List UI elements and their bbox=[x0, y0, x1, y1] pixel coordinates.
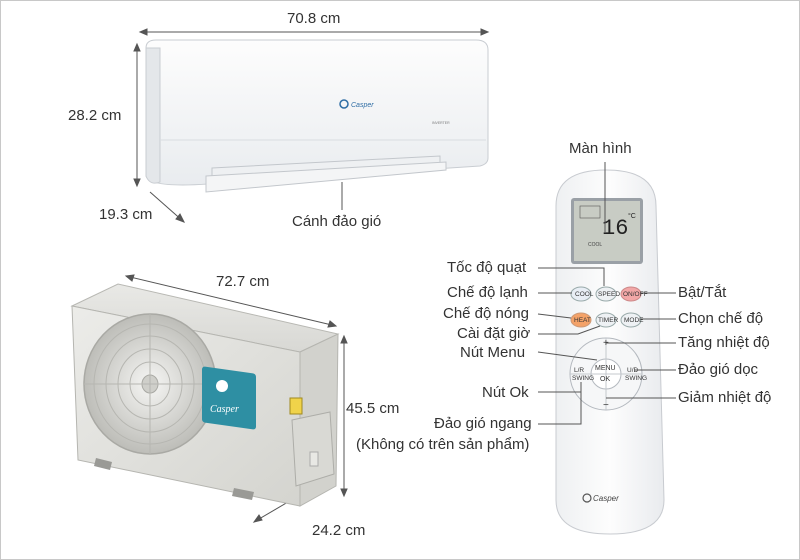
svg-text:−: − bbox=[603, 400, 609, 411]
callout-ok: Nút Ok bbox=[482, 384, 529, 401]
callout-timer: Cài đặt giờ bbox=[457, 325, 531, 342]
callout-heat-mode: Chế độ nóng bbox=[443, 305, 529, 322]
callout-screen: Màn hình bbox=[569, 140, 632, 157]
indoor-inverter-badge: INVERTER bbox=[432, 121, 450, 125]
remote-body: 16 °C COOL COOL SPEED ON/OFF HEAT TIMER … bbox=[555, 169, 665, 535]
svg-text:TIMER: TIMER bbox=[598, 317, 619, 324]
onoff-button bbox=[620, 286, 642, 302]
callout-power: Bật/Tắt bbox=[678, 284, 727, 301]
callout-fan-speed: Tốc độ quạt bbox=[447, 259, 527, 276]
svg-text:MENU: MENU bbox=[595, 365, 616, 372]
lcd-unit: °C bbox=[628, 212, 636, 220]
svg-text:SWING: SWING bbox=[572, 375, 594, 382]
callout-temp-up: Tăng nhiệt độ bbox=[678, 334, 770, 351]
cool-button bbox=[570, 286, 592, 302]
callout-mode-select: Chọn chế độ bbox=[678, 310, 764, 327]
svg-text:COOL: COOL bbox=[575, 291, 594, 298]
outdoor-brand-logo: Casper bbox=[210, 404, 239, 415]
indoor-depth-label: 19.3 cm bbox=[99, 206, 153, 223]
timer-button bbox=[595, 312, 617, 328]
speed-button bbox=[595, 286, 617, 302]
remote-callout-lines bbox=[537, 162, 676, 425]
indoor-unit-body: Casper INVERTER bbox=[145, 39, 489, 193]
mode-button bbox=[620, 312, 642, 328]
svg-text:SWING: SWING bbox=[625, 375, 647, 382]
svg-text:OK: OK bbox=[600, 376, 610, 383]
outdoor-height-label: 45.5 cm bbox=[346, 400, 400, 417]
lcd-mode-text: COOL bbox=[588, 242, 602, 248]
lcd-temperature: 16 bbox=[602, 216, 628, 241]
indoor-brand-logo: Casper bbox=[351, 102, 374, 109]
indoor-height-label: 28.2 cm bbox=[68, 107, 122, 124]
callout-horizontal-swing-note: (Không có trên sản phẩm) bbox=[356, 436, 530, 453]
svg-text:SPEED: SPEED bbox=[598, 291, 620, 298]
svg-text:U/D: U/D bbox=[627, 367, 639, 374]
callout-vertical-swing: Đảo gió dọc bbox=[678, 361, 759, 378]
outdoor-width-label: 72.7 cm bbox=[216, 273, 270, 290]
louver-label: Cánh đảo gió bbox=[292, 213, 382, 230]
remote-brand-logo: Casper bbox=[593, 494, 619, 503]
indoor-width-label: 70.8 cm bbox=[287, 10, 341, 27]
heat-button bbox=[570, 312, 592, 328]
callout-cool-mode: Chế độ lạnh bbox=[447, 284, 528, 301]
outdoor-unit-body: Casper bbox=[70, 283, 340, 507]
indoor-dimension-lines bbox=[133, 28, 490, 223]
svg-text:HEAT: HEAT bbox=[574, 317, 591, 324]
svg-text:MODE: MODE bbox=[624, 317, 644, 324]
callout-temp-down: Giảm nhiệt độ bbox=[678, 389, 772, 406]
callout-horizontal-swing: Đảo gió ngang bbox=[434, 415, 532, 432]
svg-text:ON/OFF: ON/OFF bbox=[623, 291, 648, 298]
svg-text:L/R: L/R bbox=[574, 367, 584, 374]
callout-menu: Nút Menu bbox=[460, 344, 526, 361]
outdoor-depth-label: 24.2 cm bbox=[312, 522, 366, 539]
